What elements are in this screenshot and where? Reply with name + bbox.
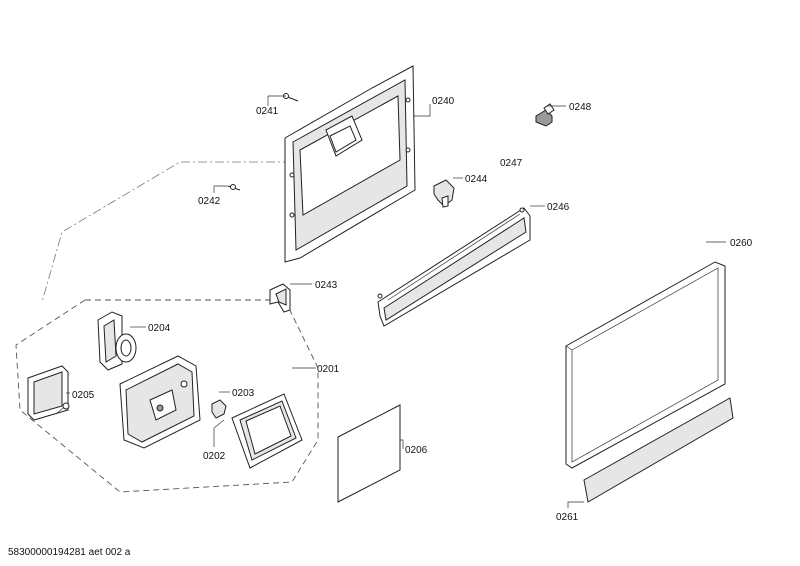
part-label-0201: 0201 — [317, 364, 340, 375]
screw-icon — [283, 93, 299, 102]
part-label-0240: 0240 — [432, 96, 455, 107]
part-label-0206: 0206 — [405, 445, 428, 456]
bracket-part — [269, 283, 291, 313]
part-label-0242: 0242 — [198, 196, 221, 207]
inner-door-panel — [284, 65, 416, 263]
assembly-line — [41, 161, 292, 303]
small-fastener — [535, 103, 555, 127]
drawing-reference: 58300000194281 aet 002 a — [8, 547, 131, 558]
bottom-trim-strip — [583, 397, 734, 503]
insulation-sheet — [337, 404, 401, 503]
part-label-0205: 0205 — [72, 390, 95, 401]
dispenser-seal-frame — [231, 393, 303, 469]
part-label-0203: 0203 — [232, 388, 255, 399]
rinse-aid-cover — [27, 365, 70, 421]
dispenser-cover — [97, 311, 137, 371]
part-label-0247: 0247 — [500, 158, 523, 169]
part-label-0244: 0244 — [465, 174, 488, 185]
subassembly-boundary — [15, 299, 319, 493]
hinge-clip — [433, 179, 455, 208]
leader-lines — [66, 95, 726, 508]
part-label-0202: 0202 — [203, 451, 226, 462]
part-label-0243: 0243 — [315, 280, 338, 291]
part-label-0261: 0261 — [556, 512, 579, 523]
part-label-0204: 0204 — [148, 323, 171, 334]
part-label-0241: 0241 — [256, 106, 279, 117]
detergent-dispenser — [119, 355, 201, 449]
screw-icon — [227, 184, 241, 191]
part-label-0248: 0248 — [569, 102, 592, 113]
part-label-0260: 0260 — [730, 238, 753, 249]
part-label-0246: 0246 — [547, 202, 570, 213]
door-rail-strip — [377, 207, 531, 327]
small-fitting — [211, 399, 227, 419]
outer-door-panel — [565, 261, 726, 469]
